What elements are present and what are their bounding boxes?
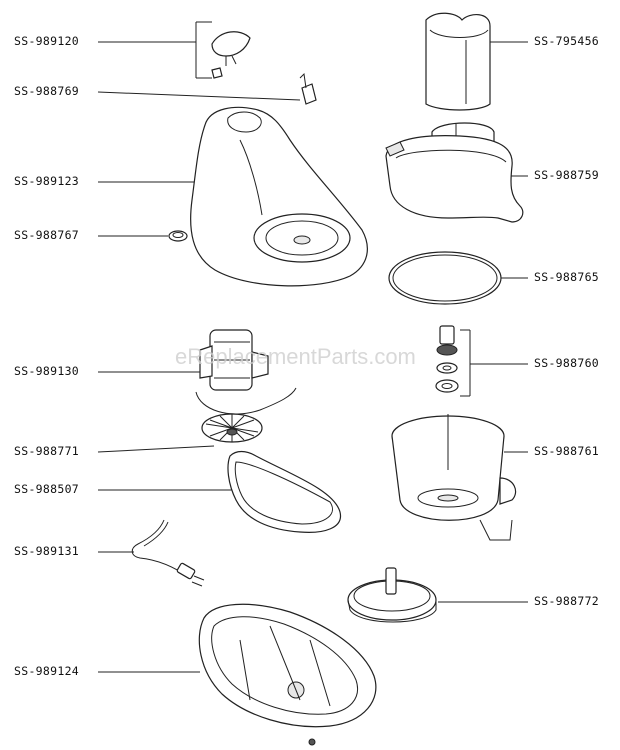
part-drive-gear [201, 413, 263, 443]
label-ss-988772[interactable]: SS-988772 [534, 594, 600, 608]
part-blade-insert [211, 31, 251, 79]
label-ss-988507[interactable]: SS-988507 [14, 482, 80, 496]
part-food-pusher [425, 12, 491, 111]
part-motor [195, 329, 297, 415]
label-ss-989131[interactable]: SS-989131 [14, 544, 80, 558]
part-small-clip [299, 72, 317, 105]
part-main-housing [190, 106, 368, 287]
part-lid [385, 122, 524, 223]
label-ss-988767[interactable]: SS-988767 [14, 228, 80, 242]
leader-lines [97, 21, 528, 673]
label-ss-988769[interactable]: SS-988769 [14, 84, 80, 98]
part-power-cord [131, 519, 205, 587]
label-ss-988760[interactable]: SS-988760 [534, 356, 600, 370]
label-ss-989130[interactable]: SS-989130 [14, 364, 80, 378]
label-ss-795456[interactable]: SS-795456 [534, 34, 600, 48]
label-ss-988761[interactable]: SS-988761 [534, 444, 600, 458]
label-ss-988765[interactable]: SS-988765 [534, 270, 600, 284]
label-ss-989123[interactable]: SS-989123 [14, 174, 80, 188]
part-seal-ring [388, 251, 502, 305]
label-ss-988759[interactable]: SS-988759 [534, 168, 600, 182]
part-disc [347, 567, 437, 623]
part-bowl [391, 414, 517, 541]
label-ss-988771[interactable]: SS-988771 [14, 444, 80, 458]
part-foot [168, 230, 188, 242]
part-belt [227, 450, 342, 533]
part-shaft-nuts [435, 325, 459, 393]
label-ss-989124[interactable]: SS-989124 [14, 664, 80, 678]
part-base [198, 603, 377, 746]
label-ss-989120[interactable]: SS-989120 [14, 34, 80, 48]
